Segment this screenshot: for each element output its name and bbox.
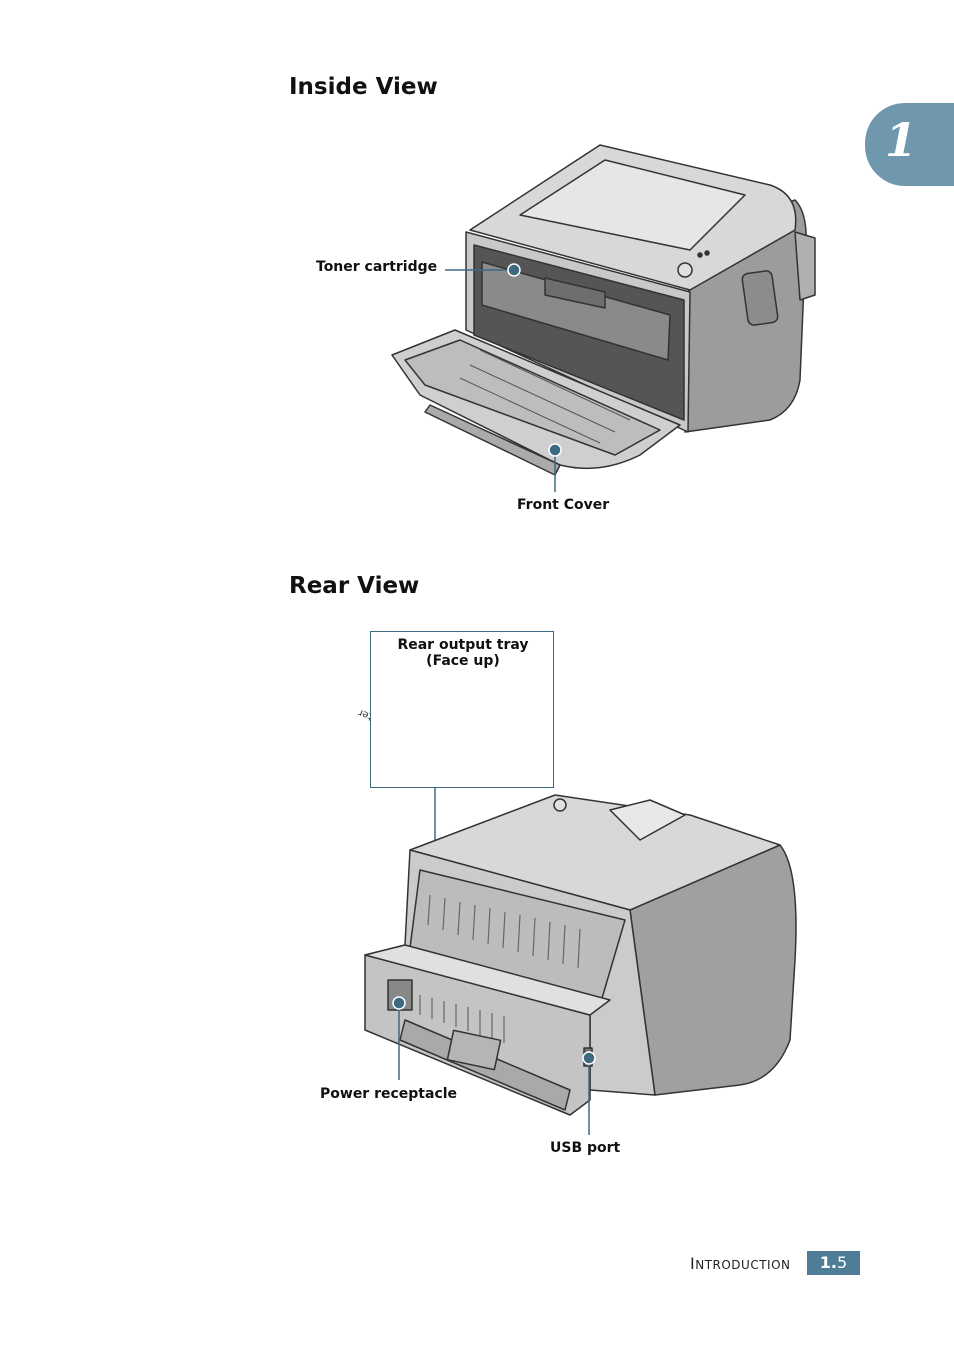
footer-section-rest: NTRODUCTION [695, 1258, 791, 1272]
usb-port-label: USB port [550, 1140, 621, 1156]
chapter-tab: 1 [865, 103, 954, 186]
chapter-number: 1 [885, 113, 918, 167]
toner-cartridge-label: Toner cartridge [316, 259, 438, 275]
page-number: 1.5 [807, 1251, 860, 1275]
power-receptacle-label: Power receptacle [320, 1086, 458, 1102]
printer-rear-view-image [364, 794, 797, 1116]
toner-callout-dot [507, 263, 521, 277]
rear-output-tray-inset: Rear output tray (Face up) [370, 631, 554, 788]
inside-view-heading: Inside View [289, 74, 438, 100]
inside-callouts [445, 263, 562, 492]
page-number-chapter: 1. [819, 1253, 838, 1272]
footer-section-title: INTRODUCTION [690, 1254, 791, 1273]
rear-output-tray-line1: Rear output tray [397, 637, 529, 653]
power-callout-dot [392, 996, 406, 1010]
printer-inside-view-image [391, 144, 816, 476]
footer-section-first: I [690, 1254, 696, 1273]
rear-output-tray-label: Rear output tray (Face up) [371, 637, 555, 669]
front-cover-label: Front Cover [517, 497, 610, 513]
rear-callouts [392, 996, 596, 1135]
rear-output-tray-line2: (Face up) [426, 653, 500, 669]
page-number-page: 5 [837, 1253, 848, 1272]
rear-view-heading: Rear View [289, 573, 420, 599]
usb-callout-dot [582, 1051, 596, 1065]
front-cover-callout-dot [548, 443, 562, 457]
